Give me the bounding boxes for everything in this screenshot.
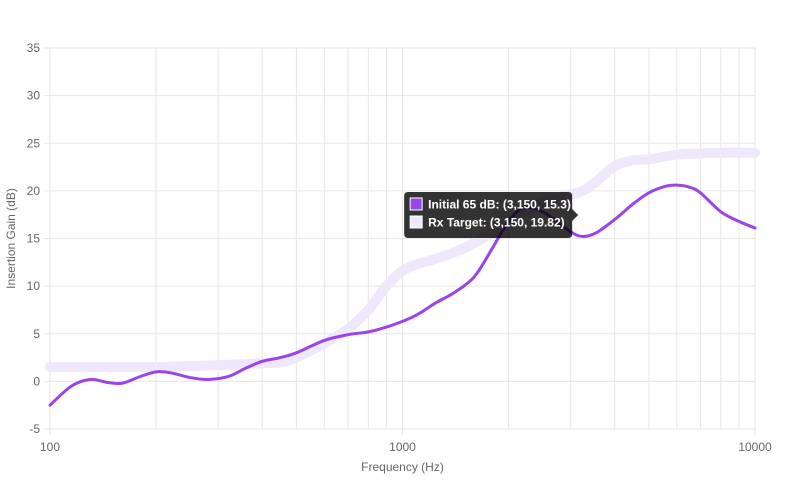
tooltip-swatch [409, 197, 423, 211]
series-lines [45, 147, 760, 407]
y-tick-label: 25 [27, 136, 41, 150]
y-tick-label: 30 [27, 89, 41, 103]
y-tick-label: 10 [27, 279, 41, 293]
y-tick-label: 35 [27, 41, 41, 55]
tooltip-box [404, 192, 579, 238]
y-tick-label: -5 [29, 422, 40, 436]
grid-lines [44, 47, 756, 435]
rx-target-line [45, 147, 760, 373]
hover-tooltip: Initial 65 dB: (3,150, 15.3) Rx Target: (… [404, 192, 579, 238]
y-axis-ticks: -5 0 5 10 15 20 25 30 35 [27, 41, 41, 436]
y-tick-label: 5 [33, 327, 40, 341]
y-axis-title: Insertion Gain (dB) [4, 188, 18, 289]
x-tick-label: 10000 [738, 440, 772, 454]
tooltip-swatch [409, 215, 423, 229]
y-tick-label: 15 [27, 232, 41, 246]
y-tick-label: 20 [27, 184, 41, 198]
tooltip-entry: Rx Target: (3,150, 19.82) [428, 216, 565, 230]
y-tick-label: 0 [33, 374, 40, 388]
x-tick-label: 1000 [389, 440, 416, 454]
initial-65db-line [48, 183, 757, 407]
x-tick-label: 100 [40, 440, 60, 454]
x-axis-title: Frequency (Hz) [361, 460, 444, 474]
x-axis-ticks: 100 1000 10000 [40, 440, 772, 454]
tooltip-entry: Initial 65 dB: (3,150, 15.3) [428, 198, 571, 212]
